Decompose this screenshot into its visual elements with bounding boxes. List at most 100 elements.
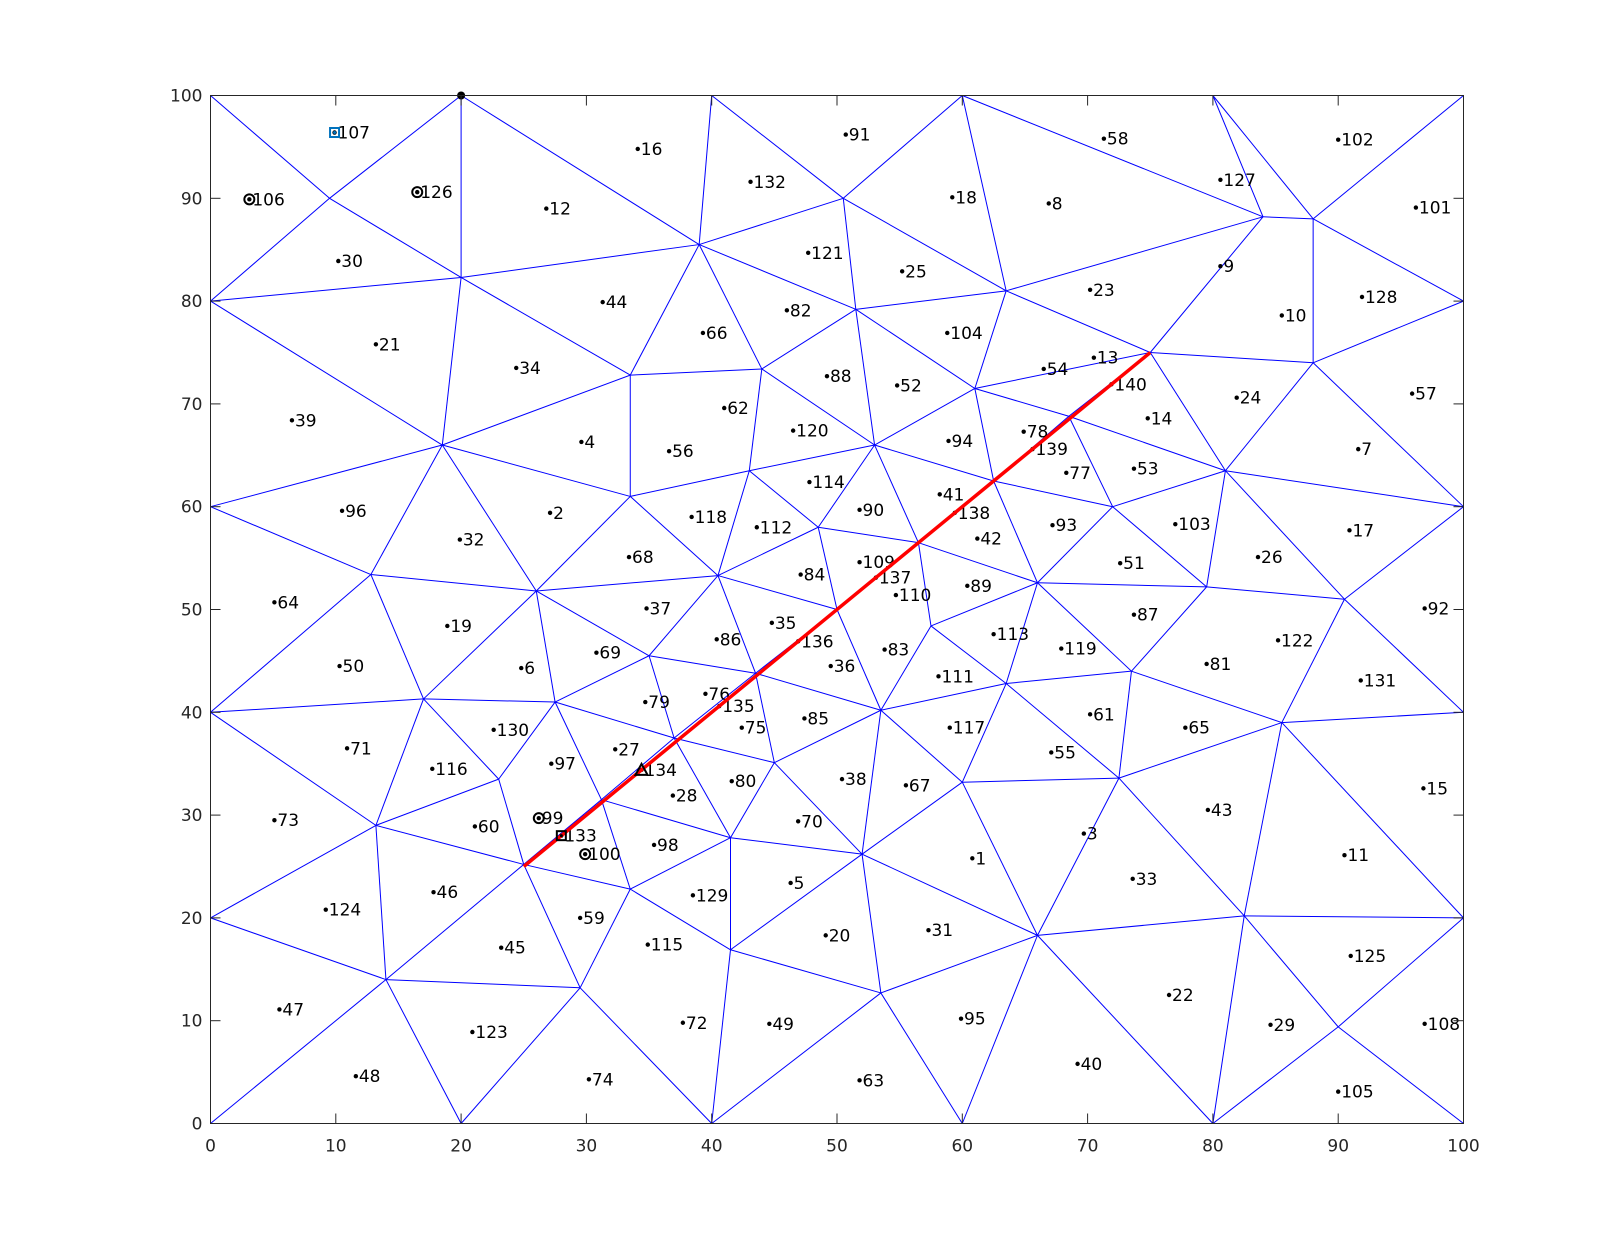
mesh-edge [442, 444, 631, 497]
element-label: 94 [952, 432, 974, 452]
circle-dot-marker [579, 848, 592, 861]
mesh-edge [673, 737, 775, 764]
mesh-edge [210, 979, 387, 1124]
mesh-edge [1112, 506, 1207, 588]
marker-center-dot [559, 834, 563, 838]
element-centroid-dot [1049, 750, 1054, 755]
element-label: 72 [686, 1014, 708, 1034]
element-centroid-dot [519, 665, 524, 671]
mesh-edge [962, 777, 1119, 783]
element-centroid-dot [339, 508, 345, 514]
element-centroid-dot [547, 510, 553, 516]
mesh-edge [930, 625, 1007, 684]
element-label: 84 [804, 566, 826, 586]
element-centroid-dot [1255, 554, 1261, 560]
element-centroid-dot [1021, 429, 1026, 434]
mesh-edge [1149, 216, 1264, 353]
element-label: 105 [1341, 1083, 1373, 1103]
element-label: 132 [754, 173, 786, 193]
element-centroid-dot [626, 554, 632, 560]
element-label: 121 [811, 244, 843, 264]
element-label: 50 [343, 657, 365, 677]
element-label: 103 [1178, 515, 1210, 535]
mesh-edge [210, 824, 377, 919]
element-centroid-dot [970, 856, 975, 861]
element-centroids [247, 130, 1427, 1094]
element-label: 43 [1211, 801, 1233, 821]
mesh-edge [1312, 218, 1464, 302]
element-centroid-dot [748, 179, 753, 185]
mesh-edge [1006, 670, 1132, 685]
y-tick-label: 20 [181, 909, 203, 929]
element-label: 12 [549, 200, 571, 220]
x-tick-label: 90 [1327, 1137, 1349, 1157]
x-tick-label: 70 [1077, 1137, 1099, 1157]
element-label: 73 [277, 811, 299, 831]
element-centroid-dot [514, 365, 519, 371]
mesh-edge [673, 672, 756, 739]
circle-dot-marker [411, 186, 424, 199]
element-centroid-dot [690, 893, 696, 898]
mesh-edge [880, 934, 1038, 994]
element-centroid-dot [1173, 521, 1178, 527]
element-centroid-dot [1091, 355, 1097, 360]
element-label: 140 [1114, 375, 1146, 395]
element-centroid-dot [1268, 1022, 1273, 1028]
element-label: 113 [997, 625, 1029, 645]
element-label: 115 [651, 936, 683, 956]
y-tick-label: 30 [181, 806, 203, 826]
mesh-edge [874, 444, 919, 543]
y-tick-label: 50 [181, 601, 203, 621]
mesh-edge [874, 444, 994, 482]
element-label: 139 [1035, 440, 1067, 460]
x-tick-label: 40 [701, 1137, 723, 1157]
mesh-edge [711, 95, 844, 199]
mesh-edge [993, 480, 1038, 583]
mesh-edge [1212, 915, 1245, 1124]
mesh-edge [1118, 671, 1132, 779]
element-label: 30 [341, 252, 363, 272]
y-tick-label: 100 [170, 87, 202, 107]
element-label: 136 [801, 632, 833, 652]
element-centroid-dot [336, 258, 341, 264]
element-centroid-dot [1356, 446, 1361, 452]
element-label: 128 [1365, 288, 1397, 308]
element-centroid-dot [272, 818, 277, 823]
mesh-edge [962, 95, 1264, 218]
mesh-edge [773, 762, 863, 855]
mesh-edge [498, 701, 556, 780]
element-centroid-dot [1336, 137, 1341, 142]
element-centroid-dot [577, 915, 583, 921]
element-label: 60 [478, 817, 500, 837]
element-centroid-dot [457, 537, 463, 542]
mesh-edge [730, 949, 881, 994]
mesh-edge [1312, 300, 1464, 364]
element-labels: 1234567891011121314151617181920212223242… [252, 124, 1460, 1103]
element-centroid-dot [802, 716, 807, 721]
mesh-edge [874, 388, 976, 446]
mesh-edge [1112, 470, 1226, 508]
mesh-edge [630, 837, 731, 890]
element-centroid-dot [894, 383, 900, 388]
element-centroid-dot [965, 583, 970, 589]
x-tick-label: 80 [1202, 1137, 1224, 1157]
element-centroid-dot [903, 783, 909, 788]
element-label: 81 [1210, 655, 1232, 675]
mesh-edge [880, 709, 963, 783]
mesh-edge [774, 709, 882, 764]
element-centroid-dot [1348, 953, 1353, 959]
element-centroid-dot [1131, 466, 1137, 471]
triangle-mesh [210, 95, 1464, 1124]
element-label: 70 [801, 812, 823, 832]
mesh-edge [375, 778, 499, 826]
mesh-edge [579, 888, 631, 989]
element-centroid-dot [926, 928, 931, 933]
mesh-edge [210, 197, 330, 302]
mesh-edge [385, 979, 581, 989]
element-centroid-dot [1131, 612, 1137, 617]
mesh-edge [855, 290, 1007, 310]
element-label: 68 [632, 548, 654, 568]
mesh-edge [385, 979, 462, 1124]
element-label: 112 [760, 518, 792, 538]
element-label: 71 [350, 739, 372, 759]
